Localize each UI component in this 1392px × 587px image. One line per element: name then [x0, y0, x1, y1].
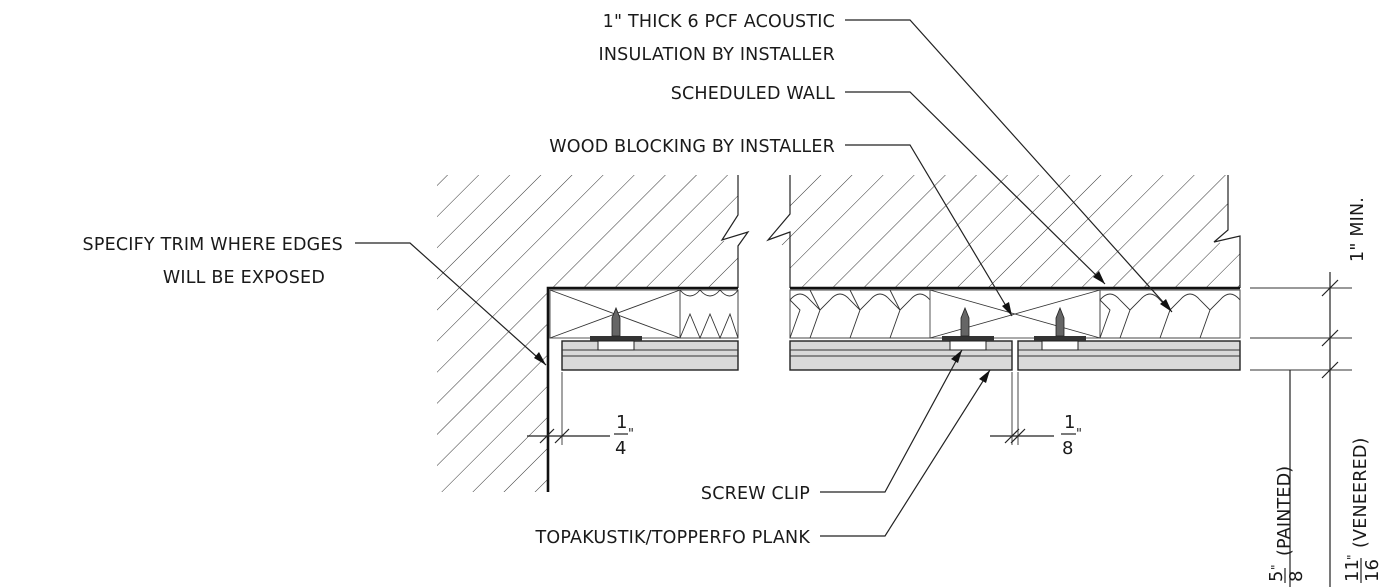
- leader-screw-clip: [820, 349, 963, 493]
- screw-clip-right: [1034, 306, 1086, 351]
- leader-trim: [355, 242, 547, 366]
- insulation-right-1: [789, 289, 931, 339]
- label-trim-line2: WILL BE EXPOSED: [163, 268, 325, 288]
- dim-right-vertical: [1250, 272, 1352, 587]
- eighth-denominator: 8: [1062, 438, 1073, 459]
- painted-inch-mark: ": [1269, 564, 1283, 570]
- label-scheduled-wall: SCHEDULED WALL: [671, 84, 835, 104]
- leader-wood-blocking: [845, 144, 1013, 317]
- leader-scheduled-wall: [845, 91, 1106, 285]
- eighth-numerator: 1: [1064, 412, 1075, 433]
- dim-quarter: [527, 372, 610, 445]
- insulation-left: [679, 289, 739, 340]
- screw-clip-middle: [942, 306, 994, 351]
- label-screw-clip: SCREW CLIP: [701, 484, 810, 504]
- wood-blocking-right: [929, 289, 1101, 339]
- label-insulation-line1: 1" THICK 6 PCF ACOUSTIC: [603, 12, 835, 32]
- wall-hatch-right: [768, 175, 1240, 288]
- break-lines: [720, 175, 1241, 288]
- screw-clip-left: [590, 306, 642, 351]
- label-trim-line1: SPECIFY TRIM WHERE EDGES: [83, 235, 343, 255]
- plank-left: [561, 340, 739, 371]
- fraction-quarter: 1 4 ": [614, 412, 634, 459]
- leader-plank: [820, 369, 991, 537]
- wall-face: [546, 286, 1240, 492]
- dim-eighth: [990, 372, 1054, 445]
- label-wood-blocking: WOOD BLOCKING BY INSTALLER: [549, 137, 835, 157]
- veneered-dimension: 11 16 " (VENEERED): [1342, 437, 1383, 583]
- veneered-numerator: 11: [1342, 559, 1363, 582]
- fraction-eighth: 1 8 ": [1061, 412, 1082, 459]
- leader-insulation: [845, 19, 1173, 313]
- label-plank: TOPAKUSTIK/TOPPERFO PLANK: [535, 528, 811, 548]
- painted-text: (PAINTED): [1275, 466, 1295, 556]
- veneered-denominator: 16: [1362, 559, 1383, 582]
- quarter-denominator: 4: [615, 438, 626, 459]
- quarter-inch-mark: ": [628, 427, 634, 442]
- painted-dimension: 5 8 " (PAINTED): [1266, 466, 1307, 583]
- painted-denominator: 8: [1286, 571, 1307, 582]
- quarter-numerator: 1: [616, 412, 627, 433]
- label-1in-min: 1" MIN.: [1348, 197, 1368, 262]
- painted-numerator: 5: [1266, 571, 1287, 582]
- eighth-inch-mark: ": [1076, 427, 1082, 442]
- veneered-text: (VENEERED): [1351, 437, 1371, 548]
- insulation-right-2: [1099, 289, 1241, 339]
- veneered-inch-mark: ": [1345, 554, 1359, 560]
- label-insulation-line2: INSULATION BY INSTALLER: [599, 45, 836, 65]
